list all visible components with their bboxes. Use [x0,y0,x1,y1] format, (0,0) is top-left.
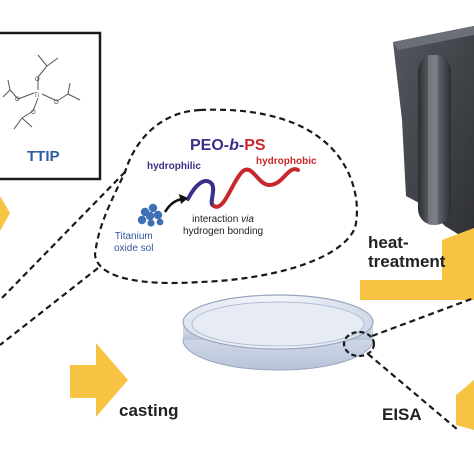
block-b-text: b [229,137,239,154]
ttip-o-atom-bottom: O [31,110,36,116]
sol-particles [137,203,164,227]
interaction-arrowhead [179,194,188,204]
dash-text: - [238,137,245,154]
ps-text: PS [244,137,266,154]
hydrophilic-label: hydrophilic [147,161,201,172]
ttip-label: TTIP [27,148,60,165]
mesoporous-film-block [393,26,474,244]
right-edge-arrow [456,380,474,430]
casting-label: casting [119,401,179,420]
peo-block-chain [186,179,216,208]
interaction-prefix: interaction [192,214,242,225]
sol-line1: Titanium [114,231,153,242]
peo-text: PEO- [190,137,230,154]
hydrophobic-label: hydrophobic [256,156,317,167]
ps-block-chain [212,167,300,209]
sol-line2: oxide sol [114,243,154,254]
interaction-via: via [241,214,254,225]
casting-arrow [70,343,128,417]
zoom-line-bottom [0,267,99,346]
ttip-structure [2,54,81,130]
interaction-arrow [163,197,184,213]
eisa-label: EISA [382,405,422,424]
eisa-zoom-circle [342,330,376,358]
ttip-molecule-panel: Ti O O O O [0,31,102,181]
ttip-o-atom-top: O [35,77,40,83]
ttip-ti-atom: Ti [34,93,39,99]
petri-dish [182,294,374,371]
peo-b-ps-label: PEO-b-PS [190,138,266,154]
eisa-zoom-line-upper [371,296,474,338]
left-edge-arrow [0,196,10,231]
heat-line2: treatment [368,251,446,271]
ttip-box [0,31,102,181]
interaction-line2: hydrogen bonding [183,226,264,237]
heat-line1: heat- [368,233,409,252]
heat-treatment-label: heat-treatment [368,233,446,271]
ttip-o-atom-right: O [54,100,59,106]
zoom-line-top [0,171,126,301]
ttip-o-atom-left: O [15,97,20,103]
